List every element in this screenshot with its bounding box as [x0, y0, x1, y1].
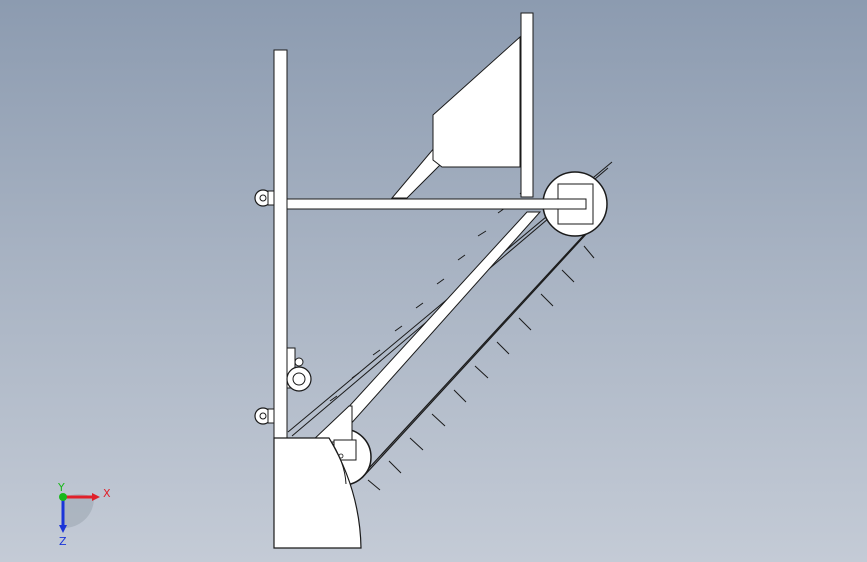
belt-teeth-lower	[367, 245, 595, 491]
lower-caster-wheel	[254, 407, 275, 425]
hopper-plate	[432, 35, 521, 168]
z-arrow-head	[59, 525, 67, 533]
left-vertical-post	[273, 49, 288, 443]
z-axis-label: Z	[59, 535, 67, 548]
base-foot	[273, 437, 362, 549]
x-axis-label: X	[103, 487, 111, 500]
y-axis-dot	[59, 493, 67, 501]
idler-roller	[286, 347, 312, 392]
belt-lower-run	[357, 218, 601, 481]
x-arrow-head	[92, 493, 100, 501]
lower-bracket	[309, 405, 357, 461]
horizontal-beam	[284, 198, 587, 210]
y-axis-label: Y	[57, 481, 65, 494]
belt-teeth-upper	[329, 182, 531, 402]
coordinate-triad: X Y Z	[57, 481, 111, 548]
upper-caster-wheel	[254, 189, 275, 207]
right-vertical-post	[520, 12, 534, 198]
